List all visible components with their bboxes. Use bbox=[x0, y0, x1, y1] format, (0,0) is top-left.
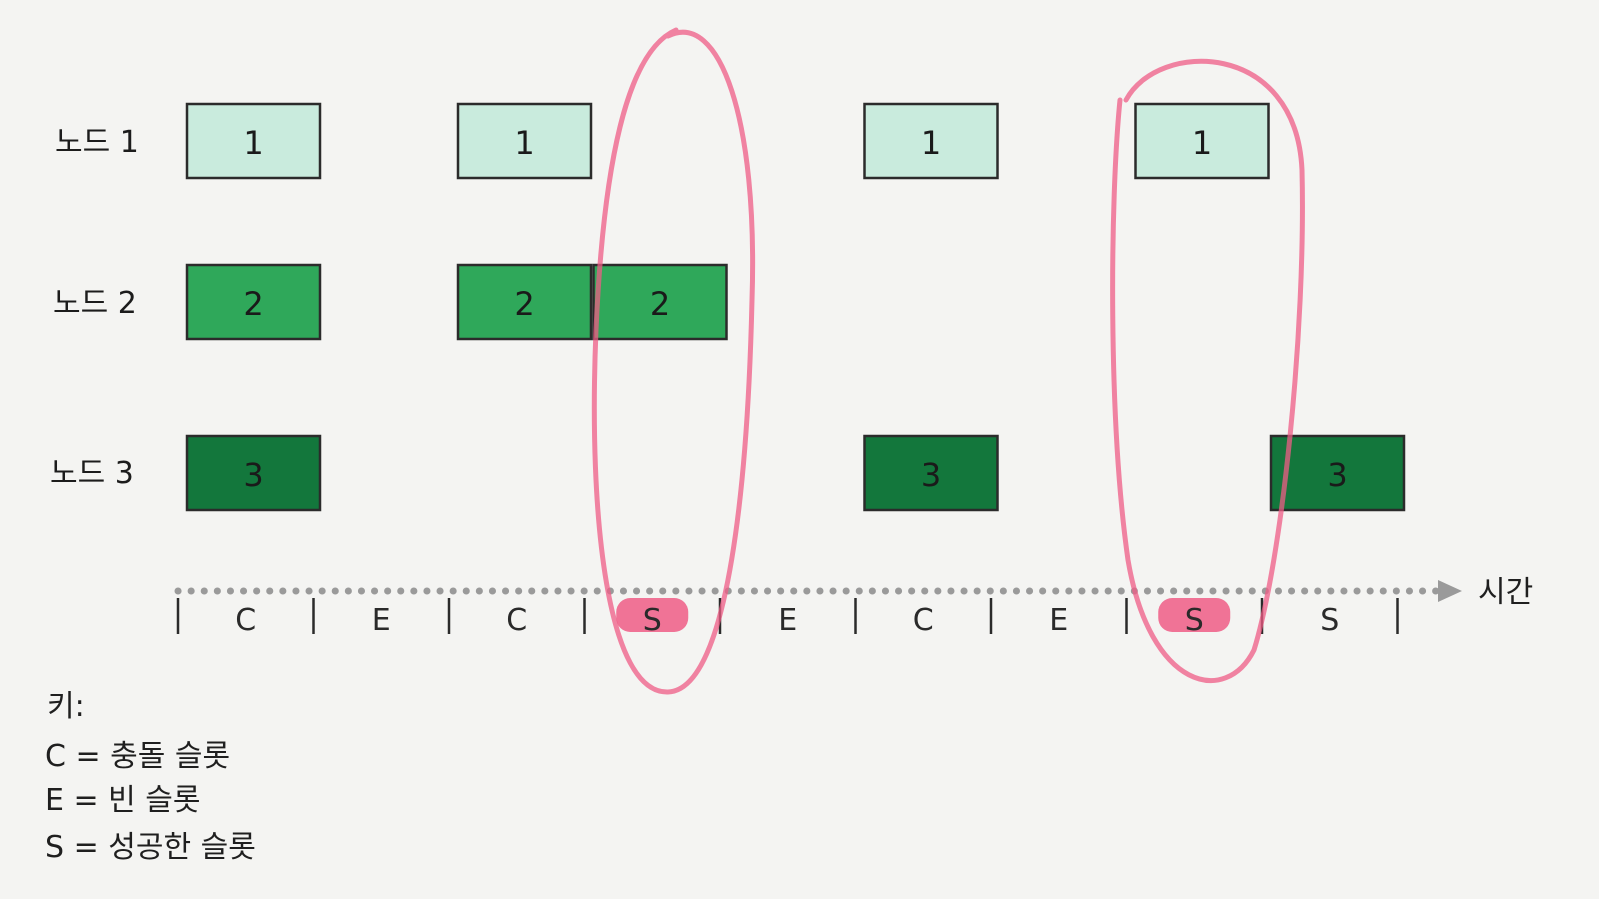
highlight-loop-first-success bbox=[591, 27, 756, 695]
slot-label-6: E bbox=[1049, 603, 1068, 638]
node-label-1: 노드 1 bbox=[55, 125, 139, 160]
slot-label-8: S bbox=[1320, 603, 1339, 638]
frame-node2-slot0 bbox=[185, 263, 322, 341]
frame-node2-slot3 bbox=[592, 263, 728, 341]
frame-number-node1-slot7: 1 bbox=[1192, 124, 1212, 162]
frame-number-node2-slot3: 2 bbox=[650, 285, 670, 323]
slot-ticks bbox=[176, 598, 1399, 634]
frame-number-node3-slot0: 3 bbox=[243, 456, 263, 494]
frame-node1-slot5 bbox=[863, 102, 999, 180]
time-axis-arrowhead bbox=[1438, 580, 1462, 602]
success-slot-highlight-3 bbox=[616, 598, 689, 632]
frame-number-node3-slot8: 3 bbox=[1327, 456, 1347, 494]
slot-label-5: C bbox=[913, 603, 934, 638]
key-entry-collision: C = 충돌 슬롯 bbox=[45, 739, 230, 774]
slot-label-0: C bbox=[235, 603, 256, 638]
frame-number-node3-slot5: 3 bbox=[921, 456, 941, 494]
frame-number-node1-slot5: 1 bbox=[921, 124, 941, 162]
frame-node1-slot2 bbox=[456, 102, 593, 180]
time-axis-label: 시간 bbox=[1478, 575, 1533, 610]
frame-node3-slot5 bbox=[863, 434, 999, 512]
frame-number-node2-slot0: 2 bbox=[243, 285, 263, 323]
frame-node3-slot0 bbox=[185, 434, 322, 512]
node-label-3: 노드 3 bbox=[50, 456, 134, 491]
slot-label-4: E bbox=[778, 603, 797, 638]
slot-label-1: E bbox=[372, 603, 391, 638]
frame-node1-slot7 bbox=[1134, 102, 1270, 180]
frame-node3-slot8 bbox=[1269, 434, 1406, 512]
frame-number-node1-slot0: 1 bbox=[243, 124, 263, 162]
slot-label-2: C bbox=[506, 603, 527, 638]
key-entry-empty: E = 빈 슬롯 bbox=[45, 783, 201, 818]
frame-node2-slot2 bbox=[456, 263, 593, 341]
time-axis: 시간 bbox=[174, 575, 1533, 610]
frames-layer: 1 1 1 1 2 2 2 3 3 3 bbox=[185, 102, 1406, 512]
highlight-loop-second-success bbox=[1110, 58, 1305, 684]
success-slot-highlight-7 bbox=[1158, 598, 1231, 632]
key-title: 키: bbox=[47, 689, 85, 724]
slot-label-7: S bbox=[1185, 603, 1204, 638]
frame-number-node1-slot2: 1 bbox=[514, 124, 534, 162]
node-label-2: 노드 2 bbox=[53, 286, 137, 321]
key-entry-success: S = 성공한 슬롯 bbox=[45, 830, 256, 865]
slot-label-3: S bbox=[643, 603, 662, 638]
frame-node1-slot0 bbox=[185, 102, 322, 180]
frame-number-node2-slot2: 2 bbox=[514, 285, 534, 323]
slot-highlights bbox=[616, 598, 1231, 632]
